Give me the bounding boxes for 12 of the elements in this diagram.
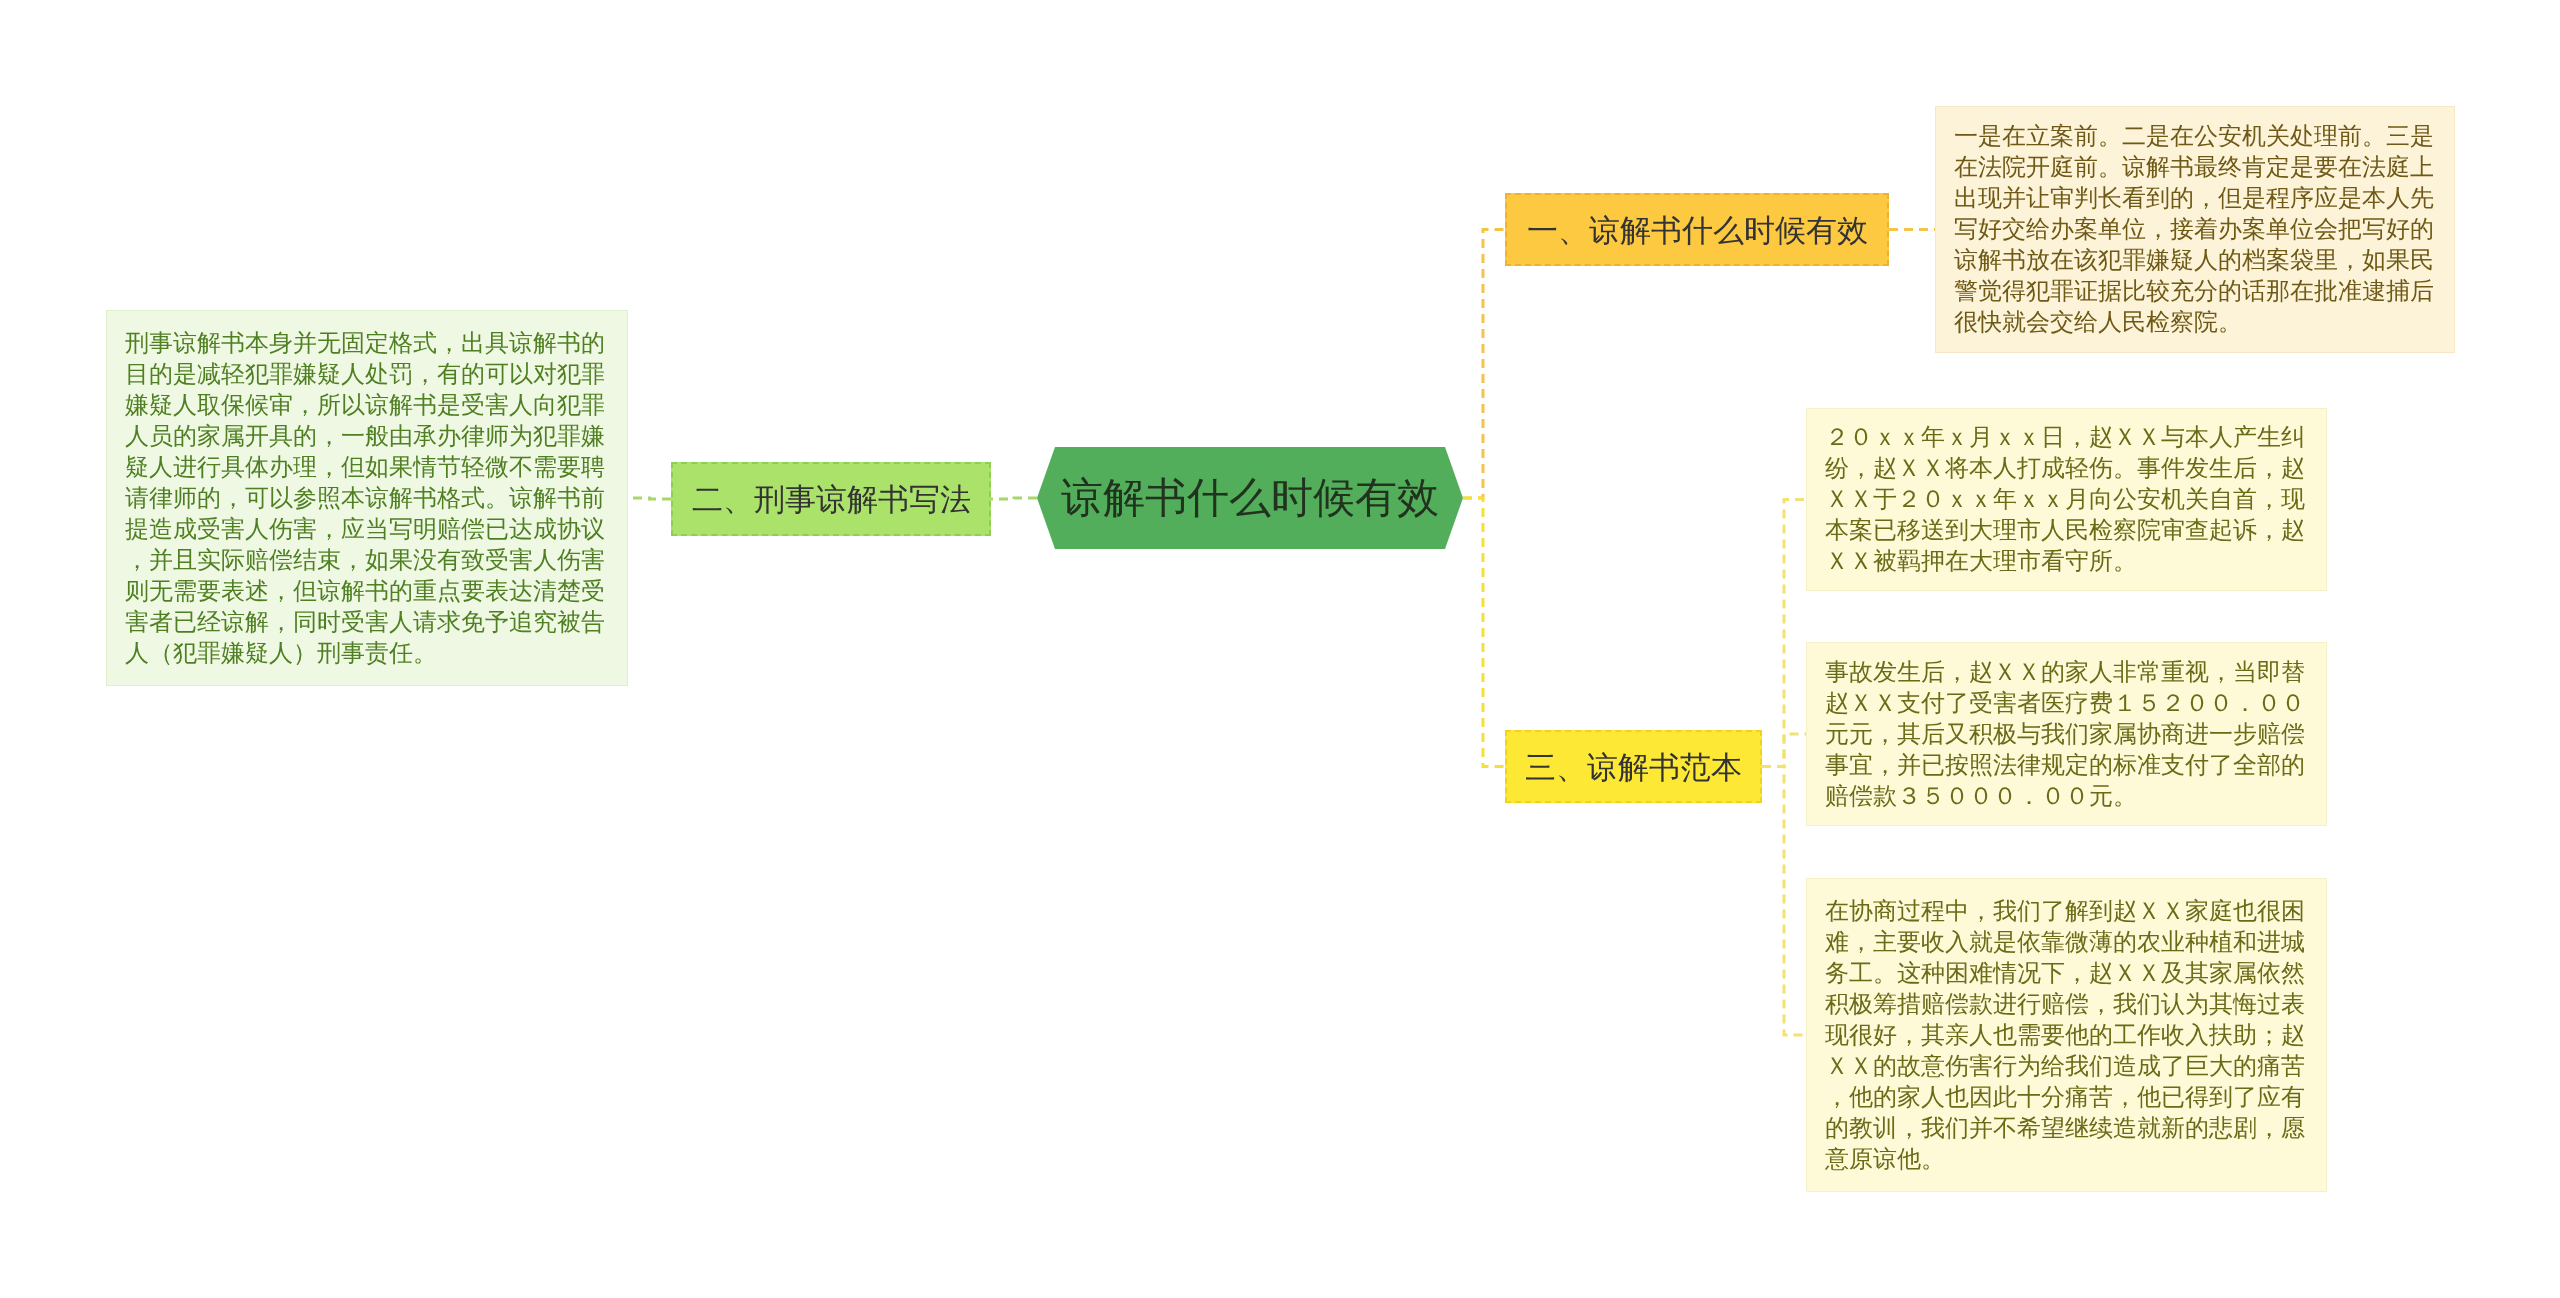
- central-topic-hexagon: 谅解书什么时候有效: [1037, 447, 1463, 549]
- note-box: 在协商过程中，我们了解到赵ＸＸ家庭也很困难，主要收入就是依靠微薄的农业种植和进城务工。这种困难情况下，赵ＸＸ及其家属依然积极筹措赔偿款进行赔偿，我们认为其悔过表现很好，其亲人也需要他的工作收入扶助；赵ＸＸ的故意伤害行为给我们造成了巨大的痛苦，他的家人也因此十分痛苦，他已得到了应有的教训，我们并不希望继续造就新的悲剧，愿意原谅他。: [1806, 878, 2327, 1192]
- note-box: ２０ｘｘ年ｘ月ｘｘ日，赵ＸＸ与本人产生纠纷，赵ＸＸ将本人打成轻伤。事件发生后，赵ＸＸ于２０ｘｘ年ｘｘ月向公安机关自首，现本案已移送到大理市人民检察院审查起诉，赵ＸＸ被羁押在大理市看守所。: [1806, 408, 2327, 591]
- topic-box: 二、刑事谅解书写法: [671, 462, 991, 536]
- note-box: 刑事谅解书本身并无固定格式，出具谅解书的目的是减轻犯罪嫌疑人处罚，有的可以对犯罪嫌疑人取保候审，所以谅解书是受害人向犯罪人员的家属开具的，一般由承办律师为犯罪嫌疑人进行具体办理，但如果情节轻微不需要聘请律师的，可以参照本谅解书格式。谅解书前提造成受害人伤害，应当写明赔偿已达成协议，并且实际赔偿结束，如果没有致受害人伤害则无需要表述，但谅解书的重点要表达清楚受害者已经谅解，同时受害人请求免予追究被告人（犯罪嫌疑人）刑事责任。: [106, 310, 628, 686]
- topic-box: 一、谅解书什么时候有效: [1505, 193, 1889, 266]
- connector-line: [991, 496, 1037, 501]
- note-box: 事故发生后，赵ＸＸ的家人非常重视，当即替赵ＸＸ支付了受害者医疗费１５２００．００元元，其后又积极与我们家属协商进一步赔偿事宜，并已按照法律规定的标准支付了全部的赔偿款３５０００．００元。: [1806, 642, 2327, 826]
- note-box: 一是在立案前。二是在公安机关处理前。三是在法院开庭前。谅解书最终肯定是要在法庭上出现并让审判长看到的，但是程序应是本人先写好交给办案单位，接着办案单位会把写好的谅解书放在该犯罪嫌疑人的档案袋里，如果民警觉得犯罪证据比较充分的话那在批准逮捕后很快就会交给人民检察院。: [1935, 106, 2455, 353]
- connector-line: [1762, 765, 1806, 1037]
- topic-box: 三、谅解书范本: [1505, 730, 1762, 803]
- connector-line: [1463, 496, 1505, 768]
